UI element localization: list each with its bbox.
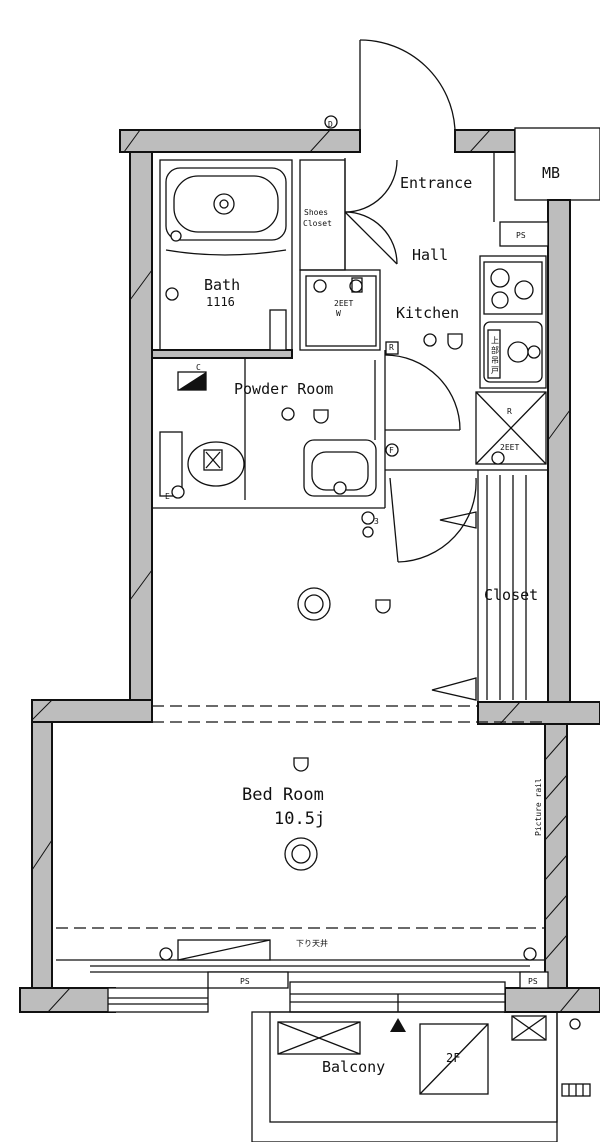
bed-room [56,757,549,1013]
exterior-walls [19,127,600,1013]
tag-washer-w: W [336,309,341,318]
fridge [491,451,505,465]
shoes-closet-door [344,159,398,265]
room-label-hall: Hall [412,246,448,264]
living-area [152,587,545,723]
tag-floor-2f: 2F [446,1051,460,1065]
tag-ps-hall: PS [516,231,526,240]
hall-door [384,354,461,431]
washer [305,275,377,347]
room-label-closet: Closet [484,586,538,604]
powder-room-fixtures [159,360,399,499]
tag-3: 3 [374,517,379,526]
tag-shoes-line1: Shoes [304,208,328,217]
tag-ps-left: PS [240,977,250,986]
kitchen-counter [385,261,543,383]
wall-hatching [31,129,581,1013]
room-label-kitchen: Kitchen [396,304,459,322]
tag-fridge-r: R [507,407,512,416]
meter-box [514,127,600,201]
bathtub [165,167,287,351]
room-door [361,477,477,701]
room-label-bath: Bath [204,276,240,294]
tag-stack-3: 吊 [491,356,499,365]
entrance-door [324,39,456,131]
tag-fridge-size: 2EET [500,443,519,452]
tag-stack-1: 上 [491,336,499,345]
tag-r: R [389,343,394,352]
tag-f: F [389,446,394,455]
tag-shoes-line2: Closet [303,219,332,228]
tag-lowered-ceiling: 下り天井 [296,938,328,948]
room-label-entrance: Entrance [400,174,472,192]
interior-walls [151,152,549,703]
room-label-powder-room: Powder Room [234,380,333,398]
bed-room-size-label: 10.5j [274,809,325,829]
tag-e: E [165,492,170,501]
tag-washer-size: 2EET [334,299,353,308]
tag-d: D [328,120,333,129]
bath-size-label: 1116 [206,295,235,309]
tag-c: C [196,363,201,372]
tag-ps-right: PS [528,977,538,986]
tag-stack-4: 戸 [491,366,499,375]
balcony [251,1011,591,1142]
tag-picture-rail: Picture rail [534,778,543,836]
room-label-bed-room: Bed Room [242,785,324,805]
tag-stack-2: 部 [491,345,499,355]
tag-mb: MB [542,164,560,182]
room-label-balcony: Balcony [322,1058,385,1076]
